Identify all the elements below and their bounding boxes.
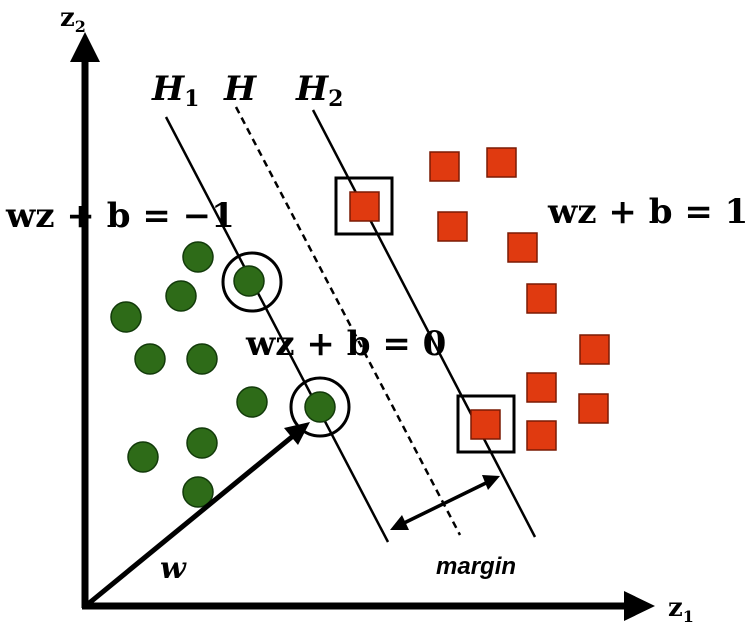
positive-class-points (349, 147, 610, 451)
negative-point (134, 343, 166, 375)
support-vector-positive-point (349, 191, 380, 222)
negative-point (236, 386, 268, 418)
negative-point (186, 343, 218, 375)
y-axis-arrowhead (70, 32, 100, 62)
equation-positive: wz + b = 1 (547, 192, 748, 232)
hyperplane-h1-line (164, 116, 390, 543)
margin-arrowhead-left (390, 515, 409, 530)
y-axis-label: z2 (60, 3, 86, 36)
hyperplane-h2-line (311, 109, 537, 538)
hyperplane-h2-label: H2 (295, 69, 343, 112)
negative-point (127, 441, 159, 473)
support-vector-ring (221, 251, 283, 313)
negative-point (186, 427, 218, 459)
margin-arrowhead-right (482, 475, 500, 490)
negative-point (182, 476, 214, 508)
positive-point (526, 283, 557, 314)
negative-point (110, 301, 142, 333)
weight-vector-arrowhead (284, 422, 310, 445)
hyperplane-h1-label: H1 (151, 69, 199, 112)
weight-vector-arrow (86, 434, 295, 606)
support-vector-negative-point (304, 391, 336, 423)
negative-class-points (110, 241, 336, 508)
equation-negative: wz + b = −1 (5, 196, 235, 236)
support-vector-ring (289, 376, 351, 438)
positive-point (526, 372, 557, 403)
weight-vector-label: w (160, 551, 187, 586)
support-vector-negative-point (233, 265, 265, 297)
x-axis-label: z1 (668, 593, 694, 626)
positive-point (486, 147, 517, 178)
positive-point (578, 393, 609, 424)
positive-point (507, 232, 538, 263)
positive-point (579, 334, 610, 365)
positive-point (437, 211, 468, 242)
hyperplane-h-line (234, 106, 462, 536)
margin-label: margin (436, 553, 516, 580)
margin-arrow (401, 480, 489, 526)
negative-point (182, 241, 214, 273)
support-vector-box (456, 394, 516, 454)
positive-point (526, 420, 557, 451)
support-vector-box (334, 176, 394, 236)
hyperplane-h-label: H (223, 69, 258, 109)
negative-point (165, 280, 197, 312)
equation-zero: wz + b = 0 (245, 324, 446, 364)
support-vector-positive-point (470, 409, 501, 440)
positive-point (429, 151, 460, 182)
x-axis-arrowhead (624, 591, 655, 621)
